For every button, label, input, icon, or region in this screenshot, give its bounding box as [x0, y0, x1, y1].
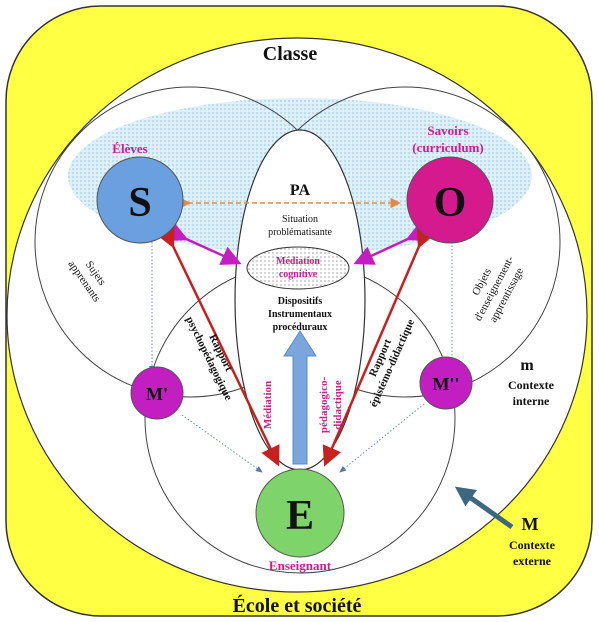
savoirs-label-2: (curriculum) [412, 140, 483, 155]
node-s-circle [96, 156, 184, 244]
svg-text:Médiation: Médiation [262, 381, 274, 429]
svg-text:didactique: didactique [332, 380, 344, 430]
node-s-label: S [128, 180, 151, 226]
arrow-rapport-psycho [156, 226, 280, 467]
node-e-circle [255, 468, 345, 558]
ecole-societe-label: École et société [233, 594, 362, 617]
mediation-cognitive-ellipse [246, 246, 350, 290]
m-big-label: M [522, 514, 539, 534]
savoirs-label-1: Savoirs [427, 123, 468, 138]
mediation-pedago-label-3: didactique [332, 380, 344, 430]
arrow-contexte-externe [454, 486, 514, 530]
classe-label: Classe [263, 43, 318, 65]
contexte-interne-line-1: Contexte [508, 378, 555, 392]
eleves-label: Élèves [112, 141, 147, 156]
node-m2-circle [419, 356, 473, 410]
mediation-pedago-label-2: pédagogico- [318, 377, 330, 434]
enseignant-label: Enseignant [269, 558, 332, 573]
contexte-externe-line-1: Contexte [509, 538, 556, 552]
situation-line-2: problématisante [268, 227, 332, 238]
node-m1-label: M' [146, 384, 168, 404]
arrow-rapport-episteme [322, 226, 436, 467]
pa-label: PA [290, 182, 311, 199]
node-m2-label: M'' [433, 374, 460, 394]
m-small-label: m [520, 357, 534, 374]
node-e-label: E [286, 493, 314, 539]
mediation-pedago-label: Médiation [262, 381, 274, 429]
mediation-cognitive-line-1: Médiation [276, 256, 320, 267]
svg-text:pédagogico-: pédagogico- [318, 377, 330, 434]
situation-line-1: Situation [282, 214, 318, 225]
dispositifs-line-2: Instrumentaux [268, 309, 332, 320]
node-o-label: O [434, 180, 467, 226]
node-m1-circle [130, 366, 184, 420]
mediation-cognitive-line-2: cognitive [279, 269, 318, 280]
arrow-mediation-pedago [283, 330, 317, 465]
dispositifs-line-3: procéduraux [273, 322, 328, 333]
node-o-circle [406, 156, 494, 244]
contexte-interne-line-2: interne [513, 394, 550, 408]
contexte-externe-line-2: externe [513, 554, 552, 568]
dispositifs-line-1: Dispositifs [278, 296, 323, 307]
